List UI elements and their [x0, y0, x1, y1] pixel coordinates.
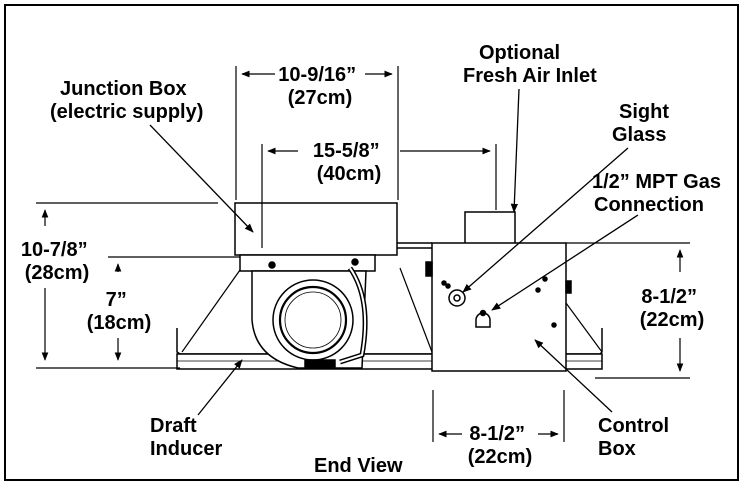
fresh-air-inlet-label: Optional Fresh Air Inlet: [463, 42, 597, 87]
draft-inducer: [239, 254, 376, 369]
dim-left-height: 10-7/8” (28cm): [21, 239, 93, 284]
support-struts: [181, 267, 603, 353]
dimension-lines: [36, 66, 690, 442]
junction-box-label: Junction Box (electric supply): [50, 78, 203, 123]
sight-glass-port: [448, 289, 466, 307]
gas-connection-label: 1/2” MPT Gas Connection: [592, 171, 727, 216]
draft-inducer-label: Draft Inducer: [150, 415, 222, 460]
dim-mid-width: 15-5/8” (40cm): [313, 140, 385, 185]
diagram-border: [4, 4, 739, 481]
dim-inner-height: 7” (18cm): [87, 289, 151, 334]
view-title: End View: [314, 455, 403, 477]
control-box: [425, 211, 572, 372]
sight-glass-label: Sight Glass: [612, 101, 675, 146]
dim-top-width: 10-9/16” (27cm): [278, 64, 361, 109]
dim-right-height: 8-1/2” (22cm): [640, 286, 704, 331]
dim-bottom-width: 8-1/2” (22cm): [468, 423, 532, 468]
leader-arrows: [149, 88, 639, 416]
junction-box: [234, 202, 432, 256]
control-box-label: Control Box: [598, 415, 675, 460]
